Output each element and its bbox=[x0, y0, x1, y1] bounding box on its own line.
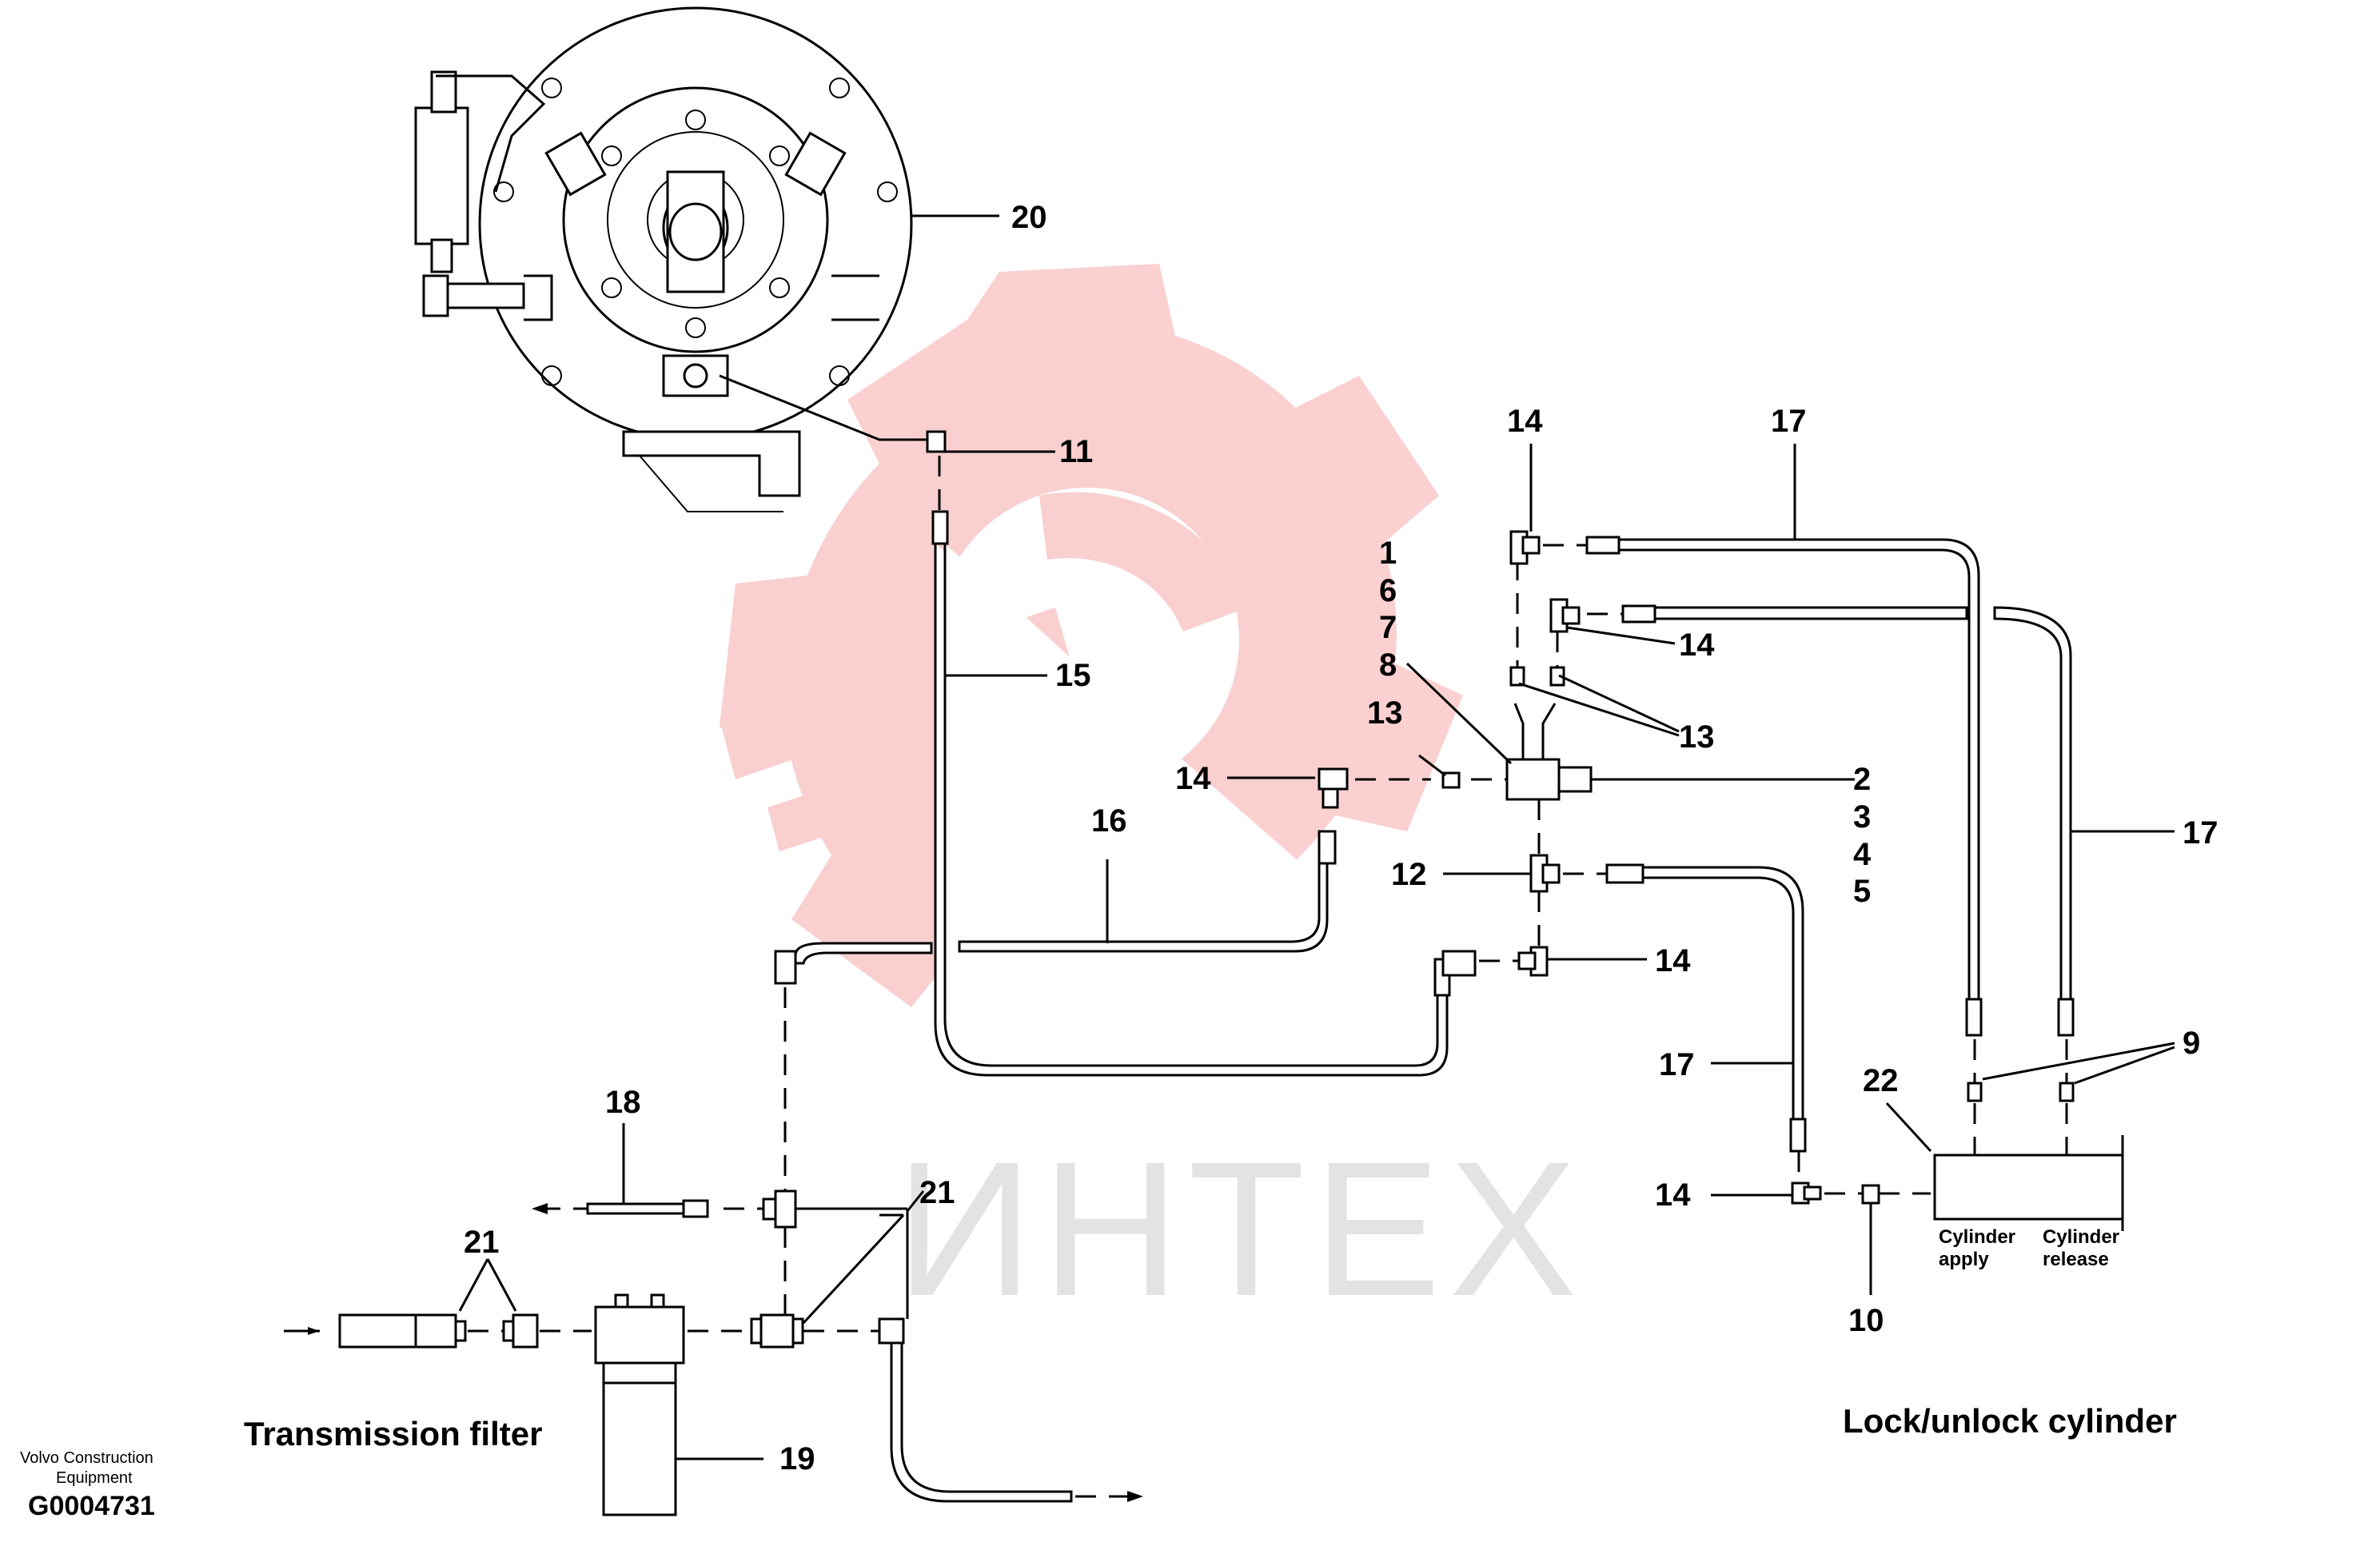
callout-12: 12 bbox=[1391, 857, 1427, 892]
callout-9: 9 bbox=[2183, 1026, 2200, 1061]
callout-19: 19 bbox=[779, 1441, 815, 1476]
credit-company-line-2: Equipment bbox=[56, 1469, 133, 1487]
cylinder-release-label-2: release bbox=[2043, 1249, 2109, 1270]
credit-company-line-1: Volvo Construction bbox=[20, 1449, 153, 1467]
figure-code: G0004731 bbox=[28, 1491, 155, 1521]
callout-17-right: 17 bbox=[2183, 815, 2219, 851]
callout-21-right: 21 bbox=[919, 1175, 955, 1210]
callout-5: 5 bbox=[1853, 874, 1871, 909]
callout-4: 4 bbox=[1853, 837, 1872, 872]
callout-15: 15 bbox=[1055, 658, 1091, 693]
callout-14-mid: 14 bbox=[1679, 628, 1715, 663]
callout-21-left: 21 bbox=[464, 1225, 500, 1260]
watermark-text: ИНТЕХ bbox=[895, 1122, 1585, 1336]
caption-lock-unlock-cylinder: Lock/unlock cylinder bbox=[1843, 1402, 2177, 1440]
watermark-gear-logo bbox=[720, 264, 1463, 1023]
cylinder-apply-label-2: apply bbox=[1939, 1249, 1989, 1270]
callout-22: 22 bbox=[1863, 1063, 1899, 1098]
brake-housing-assembly bbox=[414, 6, 913, 512]
callout-10: 10 bbox=[1848, 1303, 1884, 1338]
callout-7: 7 bbox=[1379, 610, 1397, 645]
callout-16: 16 bbox=[1091, 803, 1127, 839]
callout-8: 8 bbox=[1379, 648, 1397, 683]
callout-2: 2 bbox=[1853, 762, 1871, 797]
callout-11: 11 bbox=[1059, 434, 1093, 469]
callout-20: 20 bbox=[1011, 200, 1047, 235]
callout-17-top: 17 bbox=[1771, 404, 1807, 439]
callout-14-lower-mid: 14 bbox=[1655, 943, 1691, 978]
callout-14-left: 14 bbox=[1175, 761, 1211, 796]
callout-13-left: 13 bbox=[1367, 695, 1403, 731]
callout-14-top: 14 bbox=[1507, 404, 1543, 439]
callout-14-lower-right: 14 bbox=[1655, 1177, 1691, 1213]
cylinder-release-label-1: Cylinder bbox=[2043, 1226, 2119, 1248]
callout-13-right: 13 bbox=[1679, 719, 1715, 755]
caption-transmission-filter: Transmission filter bbox=[244, 1415, 542, 1452]
callout-17-bottom: 17 bbox=[1659, 1047, 1695, 1082]
callout-3: 3 bbox=[1853, 799, 1871, 835]
callout-1: 1 bbox=[1379, 536, 1397, 571]
cylinder-apply-label-1: Cylinder bbox=[1939, 1226, 2015, 1248]
callout-6: 6 bbox=[1379, 573, 1397, 608]
callout-18: 18 bbox=[605, 1085, 641, 1120]
